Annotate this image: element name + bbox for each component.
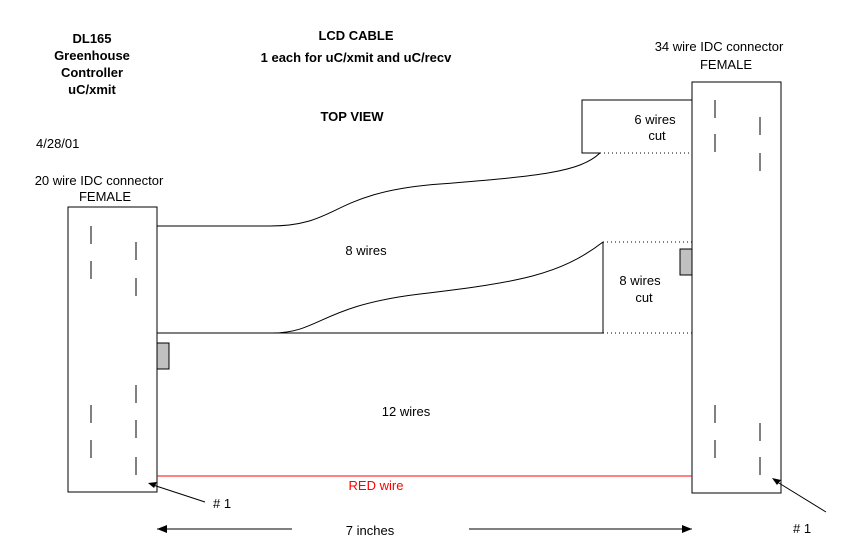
left-connector <box>67 206 158 493</box>
view-label: TOP VIEW <box>320 109 384 124</box>
eight-wires-cut-label: 8 wires <box>619 273 661 288</box>
device-name: DL165 <box>72 31 111 46</box>
diagram-subtitle: 1 each for uC/xmit and uC/recv <box>261 50 452 65</box>
device-line4: uC/xmit <box>68 82 116 97</box>
twelve-wires-label: 12 wires <box>382 404 431 419</box>
left-connector-key <box>156 342 170 370</box>
dimension-arrow-right <box>682 525 692 533</box>
eight-wire-top-curve <box>157 241 604 334</box>
six-wires-cut-label: cut <box>648 128 666 143</box>
left-connector-pins <box>90 226 137 475</box>
device-line3: Controller <box>61 65 123 80</box>
left-pin1-label: # 1 <box>213 496 231 511</box>
diagram-title: LCD CABLE <box>318 28 393 43</box>
left-pin1-leader <box>149 483 206 503</box>
red-wire-label: RED wire <box>349 478 404 493</box>
dimension-arrow-left <box>157 525 167 533</box>
right-connector-label: 34 wire IDC connector <box>655 39 784 54</box>
right-pin1-arrowhead <box>772 478 781 485</box>
six-wire-flap <box>581 99 692 154</box>
right-connector-pins <box>714 100 761 475</box>
device-line2: Greenhouse <box>54 48 130 63</box>
date-label: 4/28/01 <box>36 136 79 151</box>
left-connector-gender: FEMALE <box>79 189 131 204</box>
left-connector-label: 20 wire IDC connector <box>35 173 164 188</box>
eight-wires-label: 8 wires <box>345 243 387 258</box>
right-pin1-leader <box>773 479 827 513</box>
dimension-label: 7 inches <box>346 523 395 538</box>
left-pin1-arrowhead <box>148 482 157 488</box>
ribbon-top-edge <box>157 152 601 227</box>
right-connector-key <box>679 248 693 276</box>
right-connector-gender: FEMALE <box>700 57 752 72</box>
right-connector <box>691 81 782 494</box>
right-pin1-label: # 1 <box>793 521 811 536</box>
six-wires-label: 6 wires <box>634 112 676 127</box>
eight-wires-cut-label-2: cut <box>635 290 653 305</box>
